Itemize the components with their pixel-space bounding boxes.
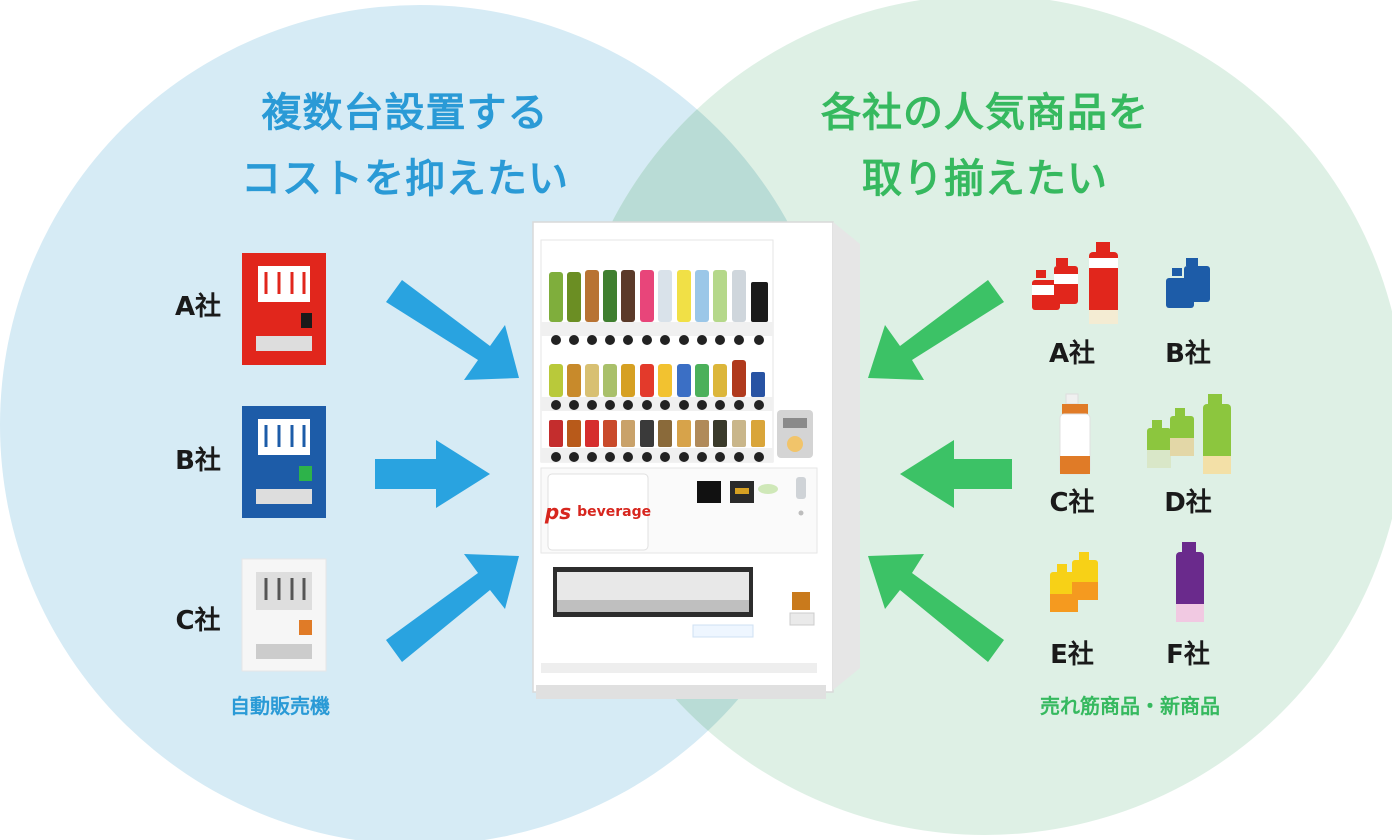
left-company-b-label: B社 <box>175 446 221 476</box>
machine-b-icon <box>242 406 326 518</box>
left-caption: 自動販売機 <box>230 694 330 718</box>
arrow-b-icon <box>375 440 490 508</box>
left-title-line2: コストを抑えたい <box>241 156 569 202</box>
right-company-e-label: E社 <box>1050 640 1094 670</box>
arrow-right-mid-icon <box>900 440 1012 508</box>
product-a-icon <box>1032 242 1118 324</box>
arrow-right-bottom-icon <box>868 554 1004 662</box>
arrow-right-top-icon <box>868 280 1004 380</box>
brand-logo: ps beverage <box>544 474 652 550</box>
right-company-a-label: A社 <box>1048 339 1096 369</box>
right-company-f-label: F社 <box>1166 640 1210 670</box>
arrow-c-icon <box>386 554 519 662</box>
machine-c-icon <box>241 558 327 672</box>
left-company-a-label: A社 <box>174 292 222 322</box>
right-company-d-label: D社 <box>1164 488 1212 518</box>
brand-logo-text: beverage <box>577 504 652 520</box>
right-title-line1: 各社の人気商品を <box>821 90 1149 136</box>
left-company-c-label: C社 <box>175 606 221 636</box>
right-company-c-label: C社 <box>1049 488 1095 518</box>
right-company-b-label: B社 <box>1165 339 1211 369</box>
product-c-icon <box>1059 393 1091 475</box>
product-e-icon <box>1050 552 1098 612</box>
brand-logo-mark: ps <box>544 500 572 524</box>
arrow-a-icon <box>386 280 519 380</box>
left-title: 複数台設置する コストを抑えたい <box>155 80 655 212</box>
right-title-line2: 取り揃えたい <box>862 156 1108 202</box>
product-d-icon <box>1147 394 1231 474</box>
machine-a-icon <box>242 253 326 365</box>
left-title-line1: 複数台設置する <box>261 90 549 136</box>
vending-machine-image <box>532 221 860 699</box>
product-f-icon <box>1176 542 1204 622</box>
right-caption: 売れ筋商品・新商品 <box>1040 694 1220 718</box>
right-title: 各社の人気商品を 取り揃えたい <box>735 80 1235 212</box>
product-b-icon <box>1166 258 1210 308</box>
